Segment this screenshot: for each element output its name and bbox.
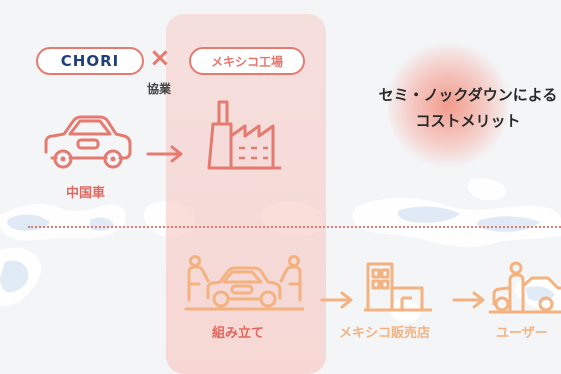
chinese-car-icon — [44, 115, 132, 169]
arrow-right-icon — [452, 291, 485, 309]
assembly-icon — [184, 255, 304, 311]
chori-logo-badge: CHORI — [36, 47, 144, 75]
factory-icon — [207, 100, 281, 170]
cost-merit-line-1: セミ・ノックダウンによる — [378, 86, 558, 104]
dealer-building-icon — [364, 262, 432, 312]
cost-merit-line-2: コストメリット — [415, 112, 521, 130]
flow-divider — [28, 226, 561, 228]
user-with-car-icon — [488, 261, 561, 314]
mexico-factory-badge: メキシコ工場 — [189, 47, 305, 75]
cost-merit-text: セミ・ノックダウンによる コストメリット — [338, 82, 561, 134]
user-label: ユーザー — [496, 326, 548, 341]
mexico-factory-label: メキシコ工場 — [210, 54, 283, 69]
cost-merit-glow — [388, 40, 508, 170]
collaboration-cross: × — [149, 43, 171, 73]
chinese-car-label: 中国車 — [66, 186, 106, 201]
assembly-label: 組み立て — [212, 326, 265, 341]
dealer-label: メキシコ販売店 — [339, 326, 431, 341]
chori-logo: CHORI — [60, 52, 120, 70]
collaboration-label: 協業 — [147, 82, 172, 96]
arrow-right-icon — [146, 145, 183, 163]
arrow-right-icon — [320, 291, 353, 309]
